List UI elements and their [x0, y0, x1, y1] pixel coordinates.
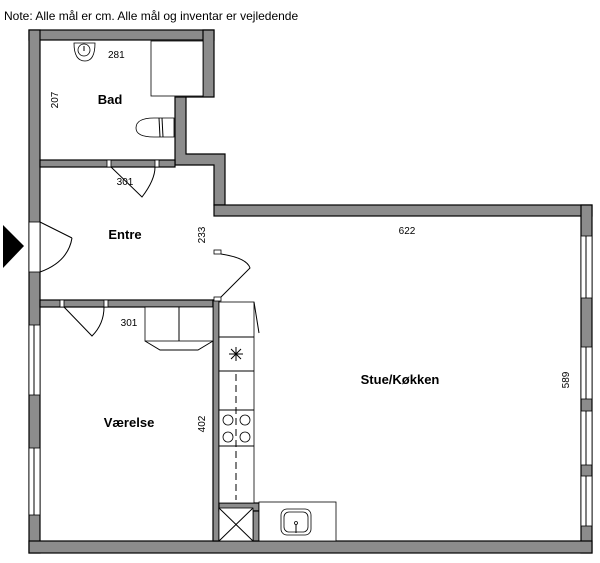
bathroom-fixtures [73, 40, 204, 138]
dimension-stue-width: 622 [399, 226, 416, 237]
doors [28, 159, 251, 337]
room-label-stue-kokken: Stue/Køkken [361, 372, 440, 387]
extractor-fan-icon [229, 347, 243, 361]
room-label-vaerelse: Værelse [104, 415, 155, 430]
dimension-entre-depth: 233 [197, 226, 208, 243]
dimension-stue-depth: 589 [561, 371, 572, 388]
room-label-bad: Bad [98, 92, 123, 107]
walls [28, 29, 593, 554]
wardrobe [144, 306, 214, 351]
dimension-vaerelse-depth: 402 [197, 415, 208, 432]
kitchen [218, 301, 337, 542]
dimension-bad-depth: 207 [50, 91, 61, 108]
windows [28, 235, 593, 527]
dimension-vaerelse-width: 301 [121, 318, 138, 329]
shaft-icon [218, 507, 254, 542]
note-text: Note: Alle mål er cm. Alle mål og invent… [4, 9, 298, 23]
dimension-bad-width: 281 [108, 50, 125, 61]
dimension-entre-width: 301 [117, 177, 134, 188]
kitchen-sink-icon [280, 508, 312, 536]
entrance-arrow-icon [3, 225, 24, 268]
room-label-entre: Entre [108, 227, 141, 242]
toilet-icon [135, 117, 175, 138]
stove-icon [222, 414, 251, 443]
